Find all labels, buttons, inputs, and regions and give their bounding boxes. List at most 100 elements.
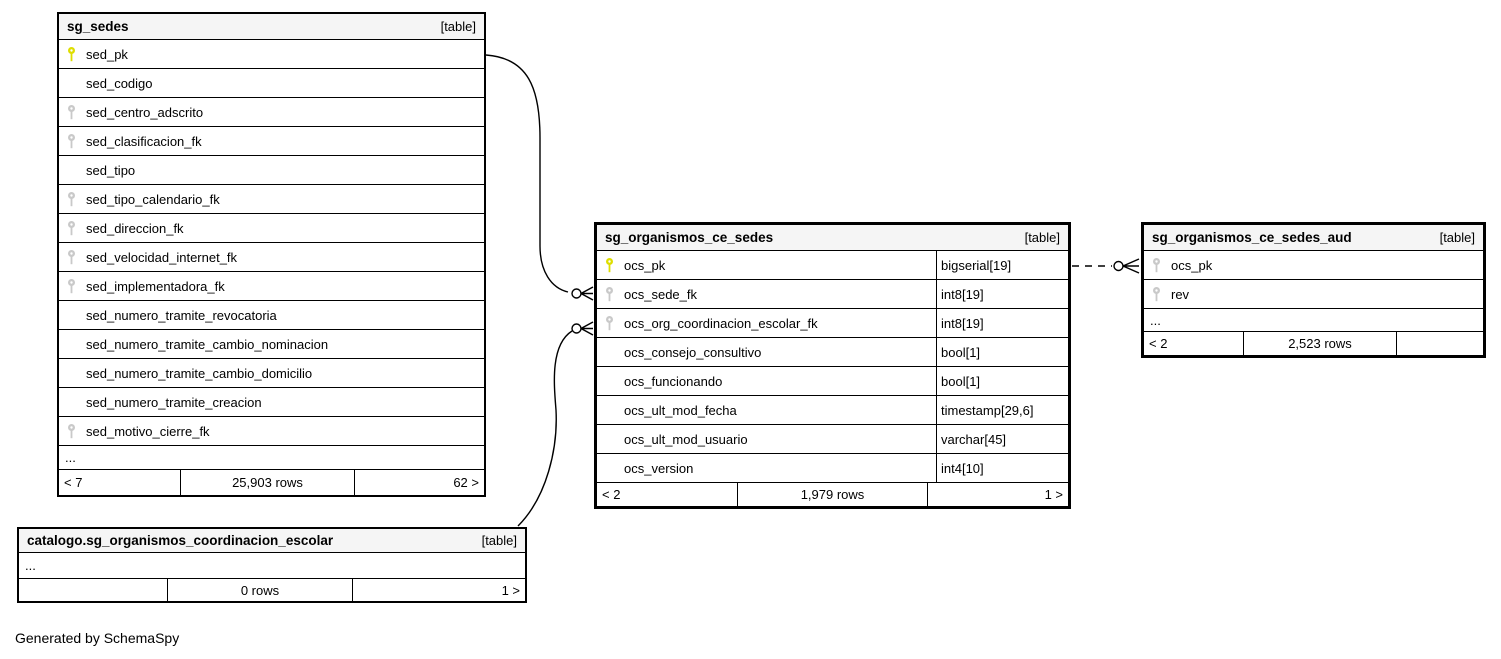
table-sg-organismos-ce-sedes: sg_organismos_ce_sedes [table] ocs_pk bi… <box>594 222 1071 509</box>
column-row[interactable]: ocs_version int4[10] <box>597 454 1068 483</box>
column-type: int8[19] <box>936 280 1068 308</box>
foreign-key-icon <box>66 423 86 439</box>
ellipsis-text: ... <box>25 558 36 573</box>
column-row[interactable]: sed_clasificacion_fk <box>59 127 484 156</box>
ellipsis-row: ... <box>19 553 525 579</box>
column-type: timestamp[29,6] <box>936 396 1068 424</box>
footer-next-count: 1 > <box>501 582 520 598</box>
column-row[interactable]: sed_codigo <box>59 69 484 98</box>
column-row[interactable]: sed_implementadora_fk <box>59 272 484 301</box>
column-name: sed_codigo <box>86 75 153 91</box>
column-row[interactable]: sed_pk <box>59 40 484 69</box>
column-row[interactable]: ocs_sede_fk int8[19] <box>597 280 1068 309</box>
table-header[interactable]: sg_organismos_ce_sedes [table] <box>597 225 1068 251</box>
column-name: sed_direccion_fk <box>86 220 184 236</box>
column-row[interactable]: ocs_ult_mod_fecha timestamp[29,6] <box>597 396 1068 425</box>
column-name: ocs_funcionando <box>624 373 723 389</box>
ellipsis-row: ... <box>1144 309 1483 332</box>
table-title[interactable]: sg_organismos_ce_sedes_aud <box>1152 230 1352 245</box>
column-type: bool[1] <box>936 367 1068 395</box>
column-name: sed_motivo_cierre_fk <box>86 423 210 439</box>
column-type: bigserial[19] <box>936 251 1068 279</box>
ellipsis-row: ... <box>59 446 484 470</box>
crowsfoot-marker <box>580 321 594 336</box>
ellipsis-text: ... <box>65 450 76 465</box>
table-header[interactable]: sg_organismos_ce_sedes_aud [table] <box>1144 225 1483 251</box>
column-row[interactable]: sed_tipo_calendario_fk <box>59 185 484 214</box>
column-name: ocs_consejo_consultivo <box>624 344 762 360</box>
relationship-circle <box>571 323 582 334</box>
table-header[interactable]: catalogo.sg_organismos_coordinacion_esco… <box>19 529 525 553</box>
relationship-sed-pk-to-ocs-sede-fk <box>485 54 569 293</box>
table-sg-organismos-ce-sedes-aud: sg_organismos_ce_sedes_aud [table] ocs_p… <box>1141 222 1486 358</box>
column-row[interactable]: sed_centro_adscrito <box>59 98 484 127</box>
column-row[interactable]: sed_numero_tramite_cambio_nominacion <box>59 330 484 359</box>
column-name: sed_pk <box>86 46 128 62</box>
ellipsis-text: ... <box>1150 312 1161 328</box>
column-row[interactable]: rev <box>1144 280 1483 309</box>
footer-prev-count: < 2 <box>602 487 621 502</box>
column-type: int4[10] <box>936 454 1068 482</box>
column-row[interactable]: sed_direccion_fk <box>59 214 484 243</box>
foreign-key-icon <box>66 191 86 207</box>
column-row[interactable]: sed_velocidad_internet_fk <box>59 243 484 272</box>
primary-key-icon <box>66 46 86 62</box>
table-type-badge: [table] <box>481 533 517 548</box>
column-row[interactable]: ocs_consejo_consultivo bool[1] <box>597 338 1068 367</box>
column-row[interactable]: sed_tipo <box>59 156 484 185</box>
column-name: sed_numero_tramite_revocatoria <box>86 307 277 323</box>
relationship-coordinacion-escolar-to-ocs-org-fk <box>517 330 573 527</box>
foreign-key-icon <box>66 249 86 265</box>
foreign-key-icon <box>66 278 86 294</box>
footer-row-count: 1,979 rows <box>737 483 928 506</box>
table-title[interactable]: sg_organismos_ce_sedes <box>605 230 774 245</box>
column-row[interactable]: sed_numero_tramite_creacion <box>59 388 484 417</box>
foreign-key-icon <box>66 104 86 120</box>
table-type-badge: [table] <box>1024 230 1060 245</box>
crowsfoot-marker <box>1122 258 1140 274</box>
column-row[interactable]: ocs_pk bigserial[19] <box>597 251 1068 280</box>
foreign-key-icon <box>1151 257 1171 273</box>
column-type: bool[1] <box>936 338 1068 366</box>
table-type-badge: [table] <box>1439 230 1475 245</box>
table-footer: < 2 2,523 rows <box>1144 332 1483 355</box>
column-name: ocs_version <box>624 460 694 476</box>
column-name: sed_numero_tramite_cambio_domicilio <box>86 365 313 381</box>
column-name: sed_numero_tramite_cambio_nominacion <box>86 336 329 352</box>
foreign-key-icon <box>604 286 624 302</box>
table-footer: < 2 1,979 rows 1 > <box>597 483 1068 506</box>
table-footer: 0 rows 1 > <box>19 579 525 601</box>
column-name: ocs_ult_mod_fecha <box>624 402 737 418</box>
crowsfoot-marker <box>580 286 594 301</box>
footer-row-count: 2,523 rows <box>1243 332 1397 355</box>
column-row[interactable]: ocs_ult_mod_usuario varchar[45] <box>597 425 1068 454</box>
foreign-key-icon <box>1151 286 1171 302</box>
table-sg-sedes: sg_sedes [table] sed_pk sed_codigo sed_c… <box>57 12 486 497</box>
column-row[interactable]: ocs_funcionando bool[1] <box>597 367 1068 396</box>
generated-by-note: Generated by SchemaSpy <box>15 630 180 646</box>
table-catalogo-sg-organismos-coordinacion-escolar: catalogo.sg_organismos_coordinacion_esco… <box>17 527 527 603</box>
footer-next-count <box>1397 332 1483 355</box>
column-name: rev <box>1171 286 1190 302</box>
table-title[interactable]: catalogo.sg_organismos_coordinacion_esco… <box>27 533 334 548</box>
column-name: ocs_sede_fk <box>624 286 697 302</box>
relationship-circle <box>571 288 582 299</box>
footer-next-count: 1 > <box>1044 487 1063 502</box>
relationship-circle <box>1113 260 1124 272</box>
column-row[interactable]: sed_numero_tramite_cambio_domicilio <box>59 359 484 388</box>
column-row[interactable]: sed_numero_tramite_revocatoria <box>59 301 484 330</box>
foreign-key-icon <box>66 133 86 149</box>
footer-row-count: 0 rows <box>167 579 353 601</box>
footer-prev-count: < 2 <box>1149 336 1168 351</box>
column-row[interactable]: ocs_org_coordinacion_escolar_fk int8[19] <box>597 309 1068 338</box>
table-type-badge: [table] <box>440 19 476 34</box>
column-row[interactable]: ocs_pk <box>1144 251 1483 280</box>
column-row[interactable]: sed_motivo_cierre_fk <box>59 417 484 446</box>
foreign-key-icon <box>604 315 624 331</box>
footer-next-count: 62 > <box>453 475 479 490</box>
table-header[interactable]: sg_sedes [table] <box>59 14 484 40</box>
table-title[interactable]: sg_sedes <box>67 19 129 34</box>
column-name: sed_tipo_calendario_fk <box>86 191 220 207</box>
column-name: sed_numero_tramite_creacion <box>86 394 262 410</box>
